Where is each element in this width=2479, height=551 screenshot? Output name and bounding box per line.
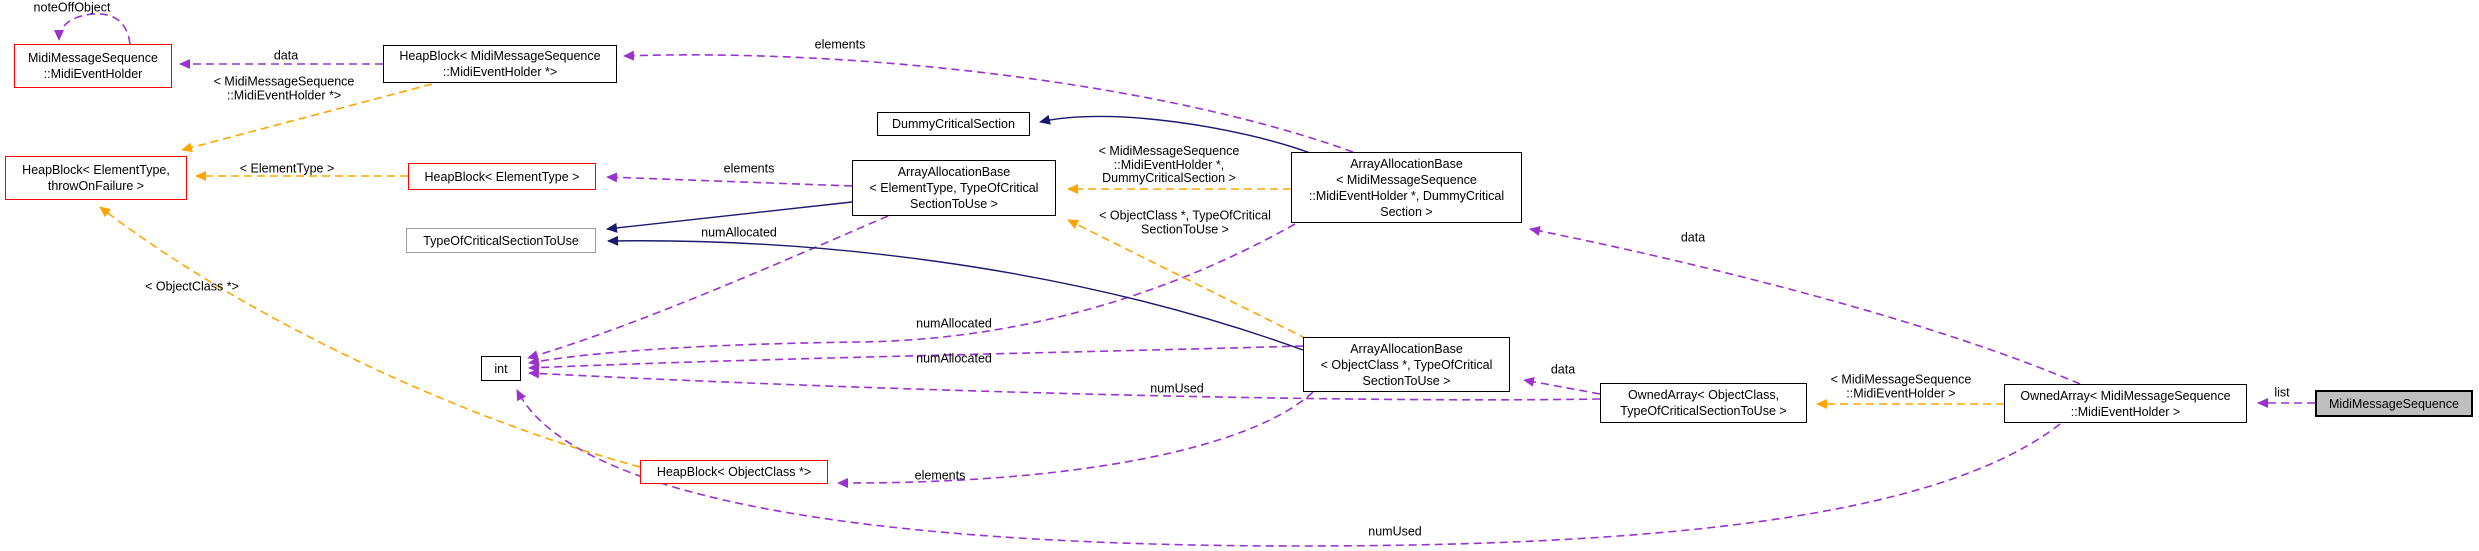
edge-numallocated-aab-elementtype-to-int (527, 215, 889, 360)
node-label: ArrayAllocationBase < MidiMessageSequenc… (1308, 156, 1505, 219)
node-heapblock-elementtype[interactable]: HeapBlock< ElementType > (408, 163, 596, 190)
node-ownedarray-midieventholder[interactable]: OwnedArray< MidiMessageSequence ::MidiEv… (2004, 384, 2247, 423)
edge-inherit-aab-mev-to-dummycriticalsection (1039, 114, 1314, 155)
node-midimessagesequence-focus: MidiMessageSequence (2315, 390, 2473, 417)
edge-inherit-aab-elementtype-to-typeofcriticalsection (606, 201, 853, 233)
edge-numused-ownedarray-mev-to-int (516, 389, 2061, 547)
node-ownedarray-objectclass[interactable]: OwnedArray< ObjectClass, TypeOfCriticalS… (1600, 383, 1807, 423)
edge-template-heapblock-mev-to-heapblock-base (181, 83, 433, 153)
node-label: OwnedArray< MidiMessageSequence ::MidiEv… (2020, 388, 2231, 419)
edge-template-heapblock-objectclass-to-heapblock-base (99, 206, 641, 468)
node-label: HeapBlock< ElementType, throwOnFailure > (22, 163, 170, 193)
edge-data-ownedarray-objectclass-to-aab-objectclass (1523, 376, 1601, 395)
node-heapblock-elementtype-throwonfailure[interactable]: HeapBlock< ElementType, throwOnFailure > (5, 156, 187, 200)
node-heapblock-midieventholder[interactable]: HeapBlock< MidiMessageSequence ::MidiEve… (383, 45, 617, 83)
node-label: TypeOfCriticalSectionToUse (423, 233, 579, 248)
node-label: OwnedArray< ObjectClass, TypeOfCriticalS… (1620, 388, 1787, 418)
node-midieventholder[interactable]: MidiMessageSequence ::MidiEventHolder (14, 44, 172, 88)
edge-noteoffobject-self-loop (54, 13, 131, 45)
edge-data-ownedarray-mev-to-aab-mev (1529, 226, 2081, 385)
edge-numallocated-aab-mev-to-int (528, 223, 1296, 367)
node-label: MidiMessageSequence ::MidiEventHolder (28, 51, 158, 81)
node-typeofcriticalsectiontouse: TypeOfCriticalSectionToUse (406, 228, 596, 253)
node-arrayallocationbase-midieventholder[interactable]: ArrayAllocationBase < MidiMessageSequenc… (1291, 152, 1522, 223)
node-dummycriticalsection[interactable]: DummyCriticalSection (877, 112, 1030, 136)
edge-elements-aab-objectclass-to-heapblock-objectclass (837, 391, 1314, 489)
node-arrayallocationbase-objectclass[interactable]: ArrayAllocationBase < ObjectClass *, Typ… (1303, 337, 1510, 392)
node-heapblock-objectclass[interactable]: HeapBlock< ObjectClass *> (640, 460, 828, 484)
node-label: MidiMessageSequence (2329, 396, 2459, 411)
node-label: int (494, 361, 508, 376)
node-label: ArrayAllocationBase < ObjectClass *, Typ… (1320, 341, 1493, 388)
node-label: HeapBlock< ElementType > (424, 169, 580, 184)
node-int: int (481, 356, 521, 381)
edge-elements-aab-mev-to-heapblock-mev (623, 50, 1354, 153)
node-label: HeapBlock< ObjectClass *> (656, 465, 812, 479)
node-arrayallocationbase-elementtype[interactable]: ArrayAllocationBase < ElementType, TypeO… (852, 160, 1056, 216)
edge-template-aab-objectclass-to-aab-base (1067, 219, 1308, 340)
node-label: DummyCriticalSection (892, 117, 1015, 131)
edge-numused-ownedarray-objectclass-to-int (528, 368, 1601, 401)
node-label: HeapBlock< MidiMessageSequence ::MidiEve… (399, 49, 601, 79)
edge-numallocated-aab-objectclass-to-int (528, 345, 1304, 373)
edge-inherit-aab-objectclass-to-typeofcriticalsection (607, 235, 1304, 351)
edge-elements-aab-elementtype-to-heapblock-elementtype (606, 172, 853, 187)
node-label: ArrayAllocationBase < ElementType, TypeO… (869, 165, 1039, 211)
